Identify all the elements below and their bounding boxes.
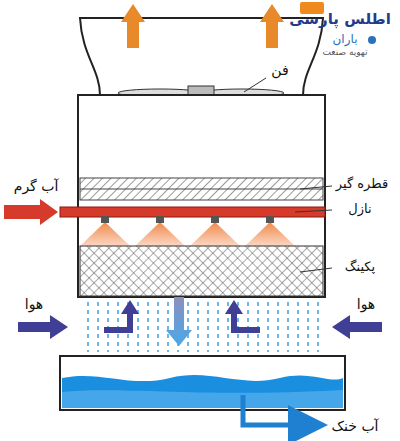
hot-water-pipe (60, 207, 325, 217)
drift-eliminator (80, 178, 323, 200)
leader-lines (244, 78, 332, 272)
basin-water (62, 375, 343, 408)
fan-stack (80, 18, 323, 95)
flow-label: هوا (357, 296, 376, 313)
basin (60, 356, 345, 410)
falling-water (88, 302, 318, 352)
part-label: قطره گیر (336, 176, 388, 192)
flow-label: آب گرم (14, 178, 59, 195)
air-arrow (18, 315, 68, 339)
part-label: فن (271, 62, 288, 79)
part-label: نازل (348, 201, 371, 217)
water-down-arrow (166, 297, 192, 346)
watermark-subtitle: تهویه صنعت (322, 47, 367, 58)
part-label: پکینگ (345, 259, 375, 275)
flow-label: هوا (25, 296, 44, 313)
tower-casing (78, 95, 325, 297)
watermark-brand: باران (333, 32, 358, 46)
logo-icon (368, 36, 376, 44)
exhaust-arrows (121, 4, 284, 48)
watermark-title: اطلس پارسی (289, 10, 391, 28)
flow-label: آب خنک (332, 418, 379, 435)
cold-water-outlet (243, 395, 318, 425)
nozzles (80, 216, 295, 246)
air-arrow (332, 315, 382, 339)
hot-water-arrow (4, 199, 58, 225)
packing (80, 246, 323, 296)
